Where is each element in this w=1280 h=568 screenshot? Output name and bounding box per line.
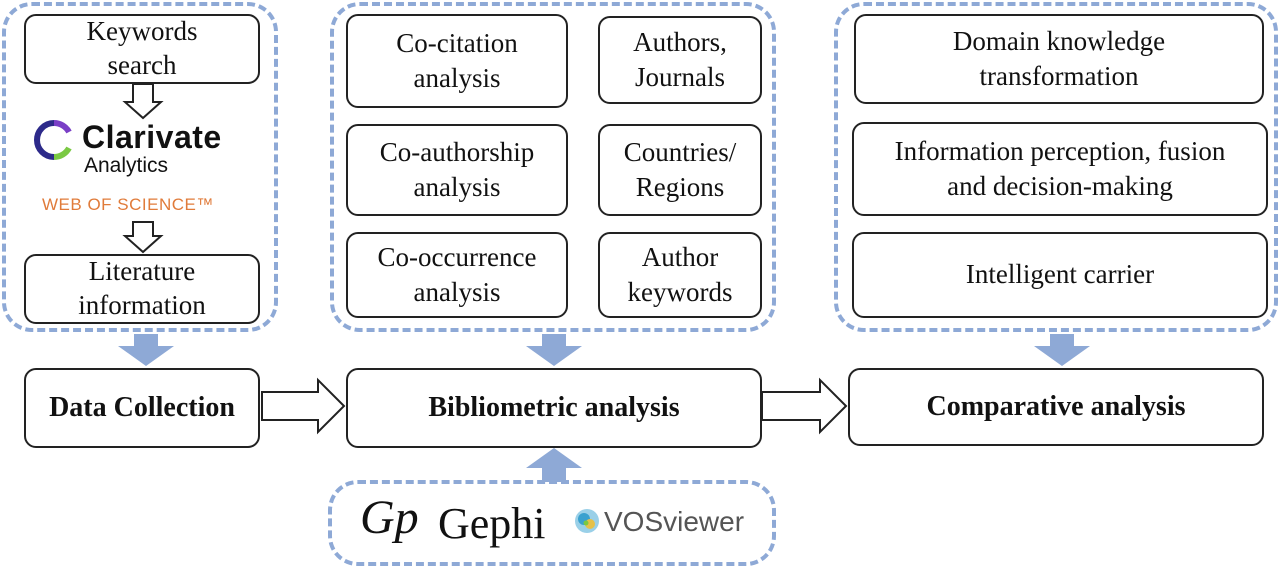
co-citation-box: Co-citation analysis [346,14,568,108]
authors-journals-box: Authors, Journals [598,16,762,104]
blue-down-arrow-icon [526,334,582,366]
blue-up-arrow-icon [526,448,582,482]
clarivate-wordmark: Clarivate [82,119,222,155]
right-arrow-icon [261,377,346,435]
co-occurrence-box: Co-occurrence analysis [346,232,568,318]
literature-information-box: Literature information [24,254,260,324]
comparative-analysis-box: Comparative analysis [848,368,1264,446]
web-of-science-wordmark: WEB OF SCIENCE™ [42,195,214,214]
blue-down-arrow-icon [118,334,174,366]
vosviewer-wordmark: VOSviewer [604,506,745,537]
comparison-group [834,2,1278,332]
gephi-logo-mark: Gp [360,491,419,544]
analysis-group [330,2,776,332]
down-arrow-icon [122,83,164,120]
analytics-wordmark: Analytics [84,154,169,177]
gephi-wordmark: Gephi [438,499,546,548]
domain-knowledge-box: Domain knowledge transformation [854,14,1264,104]
vosviewer-logo-icon [575,509,599,533]
data-collection-box: Data Collection [24,368,260,448]
collection-group [2,2,278,332]
bibliometric-analysis-box: Bibliometric analysis [346,368,762,448]
right-arrow-icon [761,377,848,435]
co-authorship-box: Co-authorship analysis [346,124,568,216]
clarivate-logo-icon [34,120,72,160]
blue-down-arrow-icon [1034,334,1090,366]
down-arrow-icon [122,221,164,254]
information-perception-box: Information perception, fusion and decis… [852,122,1268,216]
author-keywords-box: Author keywords [598,232,762,318]
countries-regions-box: Countries/ Regions [598,124,762,216]
keywords-search-box: Keywords search [24,14,260,84]
intelligent-carrier-box: Intelligent carrier [852,232,1268,318]
